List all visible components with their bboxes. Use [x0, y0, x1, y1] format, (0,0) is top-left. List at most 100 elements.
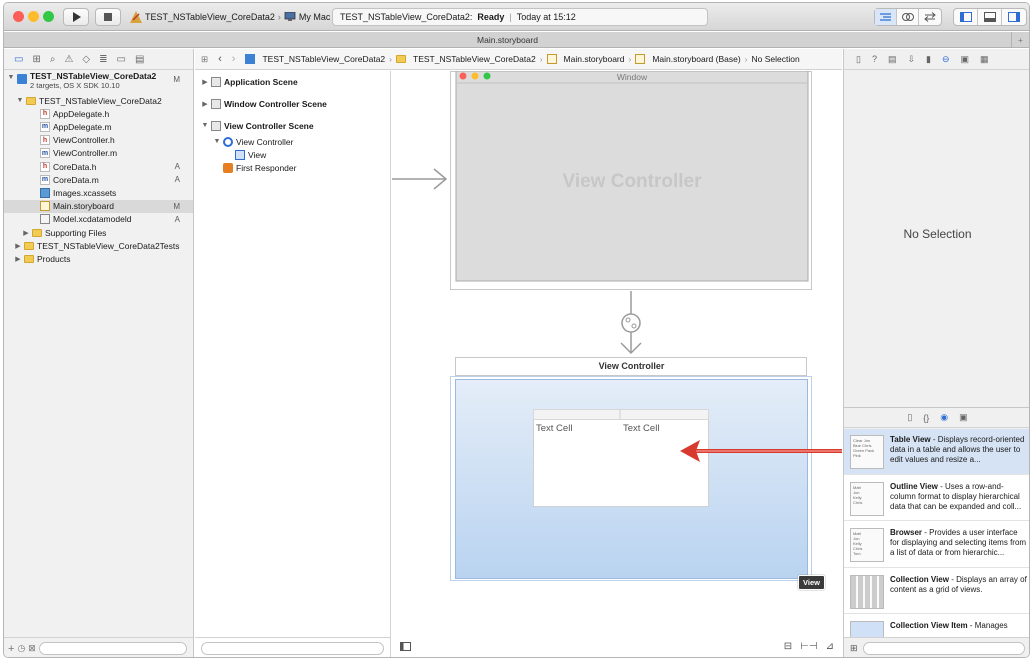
text-cell-2[interactable]: Text Cell [623, 423, 660, 434]
test-icon[interactable]: ◇ [82, 53, 91, 65]
project-row[interactable]: ▼ TEST_NSTableView_CoreData2 2 targets, … [4, 72, 193, 92]
related-items-icon[interactable]: ⊞ [201, 53, 209, 64]
add-icon[interactable]: + [8, 642, 15, 655]
vc-scene-title-frame[interactable] [455, 357, 807, 376]
library-item-collection-view[interactable]: Collection View - Displays an array of c… [844, 569, 1029, 614]
pin-icon[interactable]: ⊢⊣ [800, 640, 818, 652]
identity-inspector-icon[interactable]: ▤ [887, 53, 897, 64]
crumb-project[interactable]: TEST_NSTableView_CoreData2 [262, 54, 386, 64]
attributes-inspector-icon[interactable]: ⇩ [907, 53, 916, 64]
minimize-button[interactable] [28, 11, 39, 22]
crumb-localization[interactable]: Main.storyboard (Base) [652, 54, 741, 64]
outline-view[interactable]: View [195, 148, 390, 161]
tab-main-storyboard[interactable]: Main.storyboard [477, 35, 538, 45]
disclosure-closed-icon[interactable]: ▶ [23, 229, 29, 237]
debug-icon[interactable]: ≣ [99, 53, 108, 65]
navigator-item-tests-group[interactable]: ▶TEST_NSTableView_CoreData2Tests [4, 239, 193, 252]
file-template-icon[interactable]: ▯ [907, 412, 913, 422]
outline-window-controller-scene[interactable]: ▶ Window Controller Scene [195, 97, 390, 110]
editor-mode-group [874, 8, 942, 26]
window-body[interactable] [455, 71, 809, 282]
folder-icon[interactable]: ▭ [14, 53, 24, 65]
outline-filter-input[interactable] [201, 642, 384, 655]
disclosure-open-icon[interactable]: ▼ [7, 74, 15, 81]
source-file-icon: m [40, 174, 50, 185]
library-filter-input[interactable] [862, 642, 1025, 655]
zoom-button[interactable] [43, 11, 54, 22]
grid-view-icon[interactable]: ⊞ [850, 643, 858, 653]
table-view[interactable] [533, 409, 709, 507]
recent-icon[interactable]: ◷ [17, 643, 26, 653]
segue-icon[interactable] [621, 313, 641, 333]
disclosure-open-icon[interactable]: ▼ [201, 122, 209, 129]
close-button[interactable] [13, 11, 24, 22]
resolve-icon[interactable]: ⊿ [825, 640, 834, 652]
report-icon[interactable]: ▤ [134, 53, 145, 65]
align-icon[interactable]: ⊟ [783, 640, 793, 652]
outline-first-responder[interactable]: First Responder [195, 161, 390, 174]
code-snippet-icon[interactable]: {} [923, 412, 930, 423]
library-item-browser[interactable]: Matt Jon Kelly Chris Tom Browser - Provi… [844, 522, 1029, 568]
outline-view-controller-scene[interactable]: ▼ View Controller Scene [195, 119, 390, 132]
outline-view-controller[interactable]: ▼ View Controller [195, 135, 390, 148]
size-inspector-icon[interactable]: ▮ [926, 53, 931, 64]
standard-editor-button[interactable] [875, 9, 897, 25]
library-item-table-view[interactable]: Clear Jon Blue Chris Green Pack Pink Tab… [844, 429, 1029, 475]
collection-view-thumbnail [850, 575, 884, 609]
forward-button[interactable]: › [231, 53, 236, 65]
first-responder-icon [223, 162, 233, 173]
back-button[interactable]: ‹ [218, 53, 222, 65]
navigator-filter-input[interactable] [38, 642, 187, 655]
effects-inspector-icon[interactable]: ▦ [980, 53, 989, 64]
xcode-window: TEST_NSTableView_CoreData2 › My Mac TEST… [3, 2, 1030, 658]
toggle-outline-icon[interactable] [400, 641, 411, 651]
warning-icon[interactable]: ⚠ [64, 53, 74, 65]
disclosure-closed-icon[interactable]: ▶ [202, 100, 208, 108]
storyboard-canvas[interactable]: Window View Controller View Controller T… [392, 71, 842, 657]
assistant-editor-button[interactable] [897, 9, 919, 25]
navigator-item-supporting-files[interactable]: ▶Supporting Files [4, 226, 193, 239]
scm-filter-icon[interactable]: ⊠ [28, 643, 36, 653]
run-button[interactable] [63, 8, 89, 26]
version-editor-button[interactable] [919, 9, 941, 25]
crumb-selection[interactable]: No Selection [751, 54, 800, 64]
media-library-icon[interactable]: ▣ [959, 412, 968, 422]
connections-inspector-icon[interactable]: ⊖ [941, 53, 950, 64]
text-cell-1[interactable]: Text Cell [536, 423, 573, 434]
navigator-item-group[interactable]: ▼TEST_NSTableView_CoreData2 [4, 94, 193, 107]
outline-application-scene[interactable]: ▶ Application Scene [195, 75, 390, 88]
crumb-file[interactable]: Main.storyboard [563, 54, 625, 64]
bindings-inspector-icon[interactable]: ▣ [960, 53, 970, 64]
add-tab-button[interactable]: + [1011, 32, 1029, 48]
disclosure-closed-icon[interactable]: ▶ [15, 242, 21, 250]
search-icon[interactable]: ⌕ [49, 53, 56, 65]
object-library-icon[interactable]: ◉ [940, 412, 949, 422]
navigator-item-images-xcassets[interactable]: Images.xcassets [4, 186, 193, 199]
toggle-navigator-button[interactable] [954, 9, 978, 25]
toggle-utilities-button[interactable] [1002, 9, 1026, 25]
disclosure-closed-icon[interactable]: ▶ [202, 78, 208, 86]
library-item-outline-view[interactable]: Matt Jon Kelly Chris Outline View - Uses… [844, 476, 1029, 521]
help-inspector-icon[interactable]: ? [871, 54, 877, 64]
no-selection-label: No Selection [903, 227, 972, 241]
toggle-debug-button[interactable] [978, 9, 1002, 25]
stop-button[interactable] [95, 8, 121, 26]
scheme-selector[interactable]: TEST_NSTableView_CoreData2 › My Mac [130, 9, 330, 25]
breakpoint-icon[interactable]: ▭ [116, 53, 126, 65]
crumb-group[interactable]: TEST_NSTableView_CoreData2 [413, 54, 536, 64]
library-item-collection-view-item[interactable]: Collection View Item - Manages [844, 615, 1029, 637]
disclosure-open-icon[interactable]: ▼ [213, 138, 221, 145]
disclosure-closed-icon[interactable]: ▶ [15, 255, 21, 263]
symbol-icon[interactable]: ⊞ [32, 53, 41, 65]
navigator-item-products-group[interactable]: ▶Products [4, 252, 193, 265]
disclosure-open-icon[interactable]: ▼ [16, 97, 24, 104]
file-inspector-icon[interactable]: ▯ [856, 53, 861, 64]
